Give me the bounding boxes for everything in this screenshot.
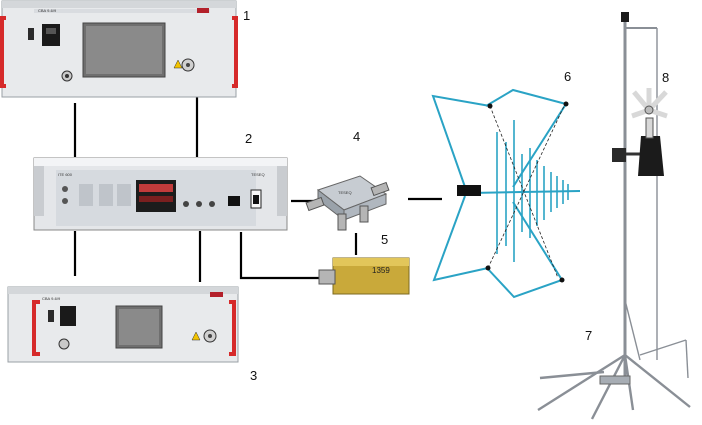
antenna-mast-tripod (537, 12, 691, 420)
log-periodic-antenna (431, 88, 581, 299)
label-4: 4 (353, 129, 360, 144)
cable-generator-to-power-meter (239, 232, 320, 280)
power-meter: 1359 (318, 257, 410, 295)
antenna-dipole-elements (496, 120, 569, 262)
rf-amplifier-3: CBA 9-6/9 (7, 286, 239, 363)
label-8: 8 (662, 70, 669, 85)
power-meter-model-label: 1359 (372, 266, 390, 275)
isotropic-field-probe (612, 88, 668, 176)
rf-amplifier-1: CBA 9-6/9 (0, 0, 238, 98)
amp3-model-label: CBA 9-6/9 (42, 296, 61, 301)
antenna-upper-right-arm (485, 88, 568, 188)
generator-model-label: ITE 600 (58, 172, 73, 177)
label-7: 7 (585, 328, 592, 343)
tripod-legs (537, 353, 691, 420)
label-5: 5 (381, 232, 388, 247)
label-1: 1 (243, 8, 250, 23)
antenna-upper-left-arm (431, 94, 491, 188)
antenna-support-lines (487, 103, 566, 279)
antenna-lower-right-arm (486, 201, 564, 299)
coupler-brand-label: TESEQ (338, 190, 352, 195)
antenna-balun (457, 185, 481, 196)
label-6: 6 (564, 69, 571, 84)
directional-coupler: TESEQ (305, 175, 390, 231)
generator-brand-label: TESEQ (251, 172, 265, 177)
signal-generator: ITE 600 TESEQ (33, 157, 288, 231)
label-2: 2 (245, 131, 252, 146)
cables (73, 92, 442, 282)
amp1-model-label: CBA 9-6/9 (38, 8, 57, 13)
label-3: 3 (250, 368, 257, 383)
antenna-boom (469, 190, 581, 194)
antenna-lower-left-arm (432, 195, 489, 282)
